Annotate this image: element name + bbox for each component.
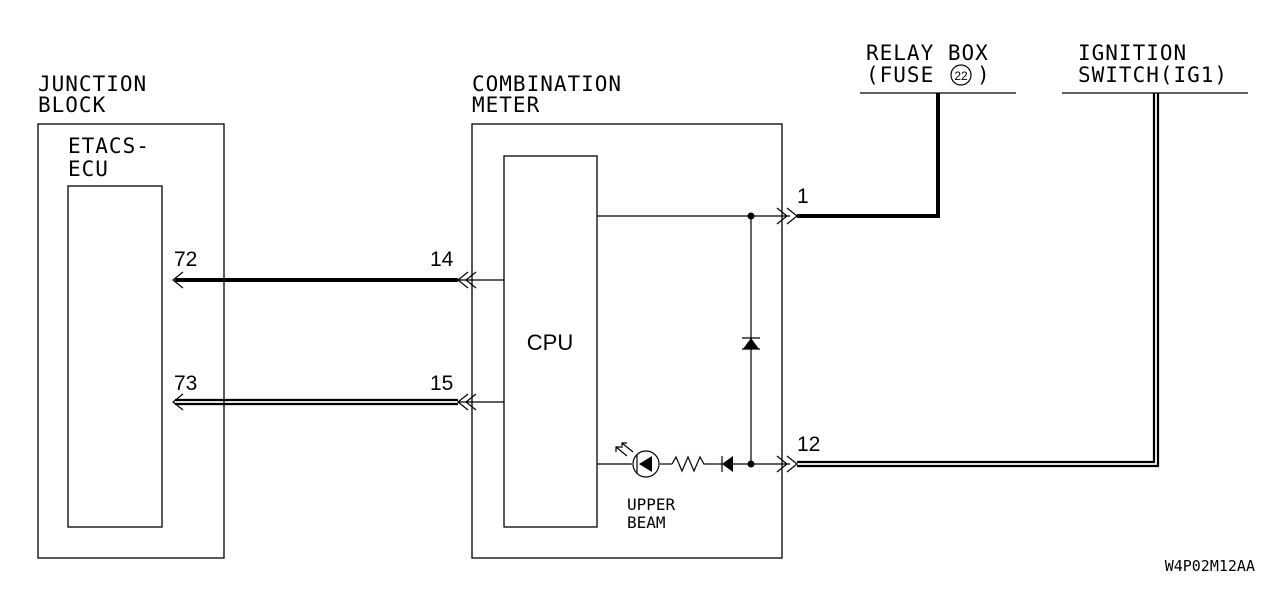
cpu-box (503, 155, 598, 528)
resistor-icon (671, 455, 708, 473)
connector-73-chevron (172, 393, 184, 411)
wire-relay-box-pin1 (797, 93, 940, 218)
connector-12-chevron-a (776, 455, 788, 473)
etacs-ecu-label-line2: ECU (68, 157, 109, 181)
junction-block-title-line1: JUNCTION (38, 72, 147, 96)
junction-block-title-line2: BLOCK (38, 93, 106, 117)
relay-box-label-line2-prefix: (FUSE (866, 63, 934, 87)
diode-icon (742, 337, 760, 350)
lamp-diode-icon (721, 456, 733, 472)
connector-72-chevron (172, 271, 184, 289)
pin-12-label: 12 (797, 433, 820, 456)
combination-meter-title-line2: METER (472, 93, 540, 117)
etacs-ecu-box (67, 185, 163, 528)
etacs-ecu-label-line1: ETACS- (68, 134, 150, 158)
cpu-label: CPU (527, 330, 573, 355)
upper-beam-lamp-icon (615, 442, 660, 478)
wire-ignition-pin12-second-line (797, 93, 1160, 468)
pin-14-label: 14 (430, 248, 454, 271)
connector-14-chevron-a (457, 271, 469, 289)
diagram-code: W4P02M12AA (1165, 557, 1255, 575)
combination-meter-title-line1: COMBINATION (472, 72, 622, 96)
upper-beam-label-line1: UPPER (627, 495, 676, 514)
connector-15-chevron-a (457, 393, 469, 411)
pin-73-label: 73 (174, 372, 197, 395)
ignition-switch-label-line1: IGNITION (1078, 41, 1187, 65)
ignition-switch-label-line2: SWITCH(IG1) (1078, 63, 1228, 87)
junction-dot-top (747, 212, 755, 220)
fuse-number-label: 22 (954, 69, 968, 83)
connector-12-chevron-b (786, 455, 798, 473)
combination-meter-box (471, 123, 783, 559)
relay-box-label-line2-suffix: ) (977, 63, 991, 87)
pin-72-label: 72 (174, 248, 197, 271)
wire-ignition-pin12 (797, 93, 1156, 464)
connector-14-chevron-b (465, 271, 477, 289)
connector-15-chevron-b (465, 393, 477, 411)
junction-dot-bottom (747, 460, 755, 468)
fuse-number-circle (950, 64, 972, 86)
upper-beam-label-line2: BEAM (627, 513, 666, 532)
connector-1-chevron-a (776, 207, 788, 225)
relay-box-label-line1: RELAY BOX (866, 41, 989, 65)
pin-1-label: 1 (797, 185, 809, 208)
junction-block-box (37, 123, 225, 559)
pin-15-label: 15 (430, 372, 453, 395)
